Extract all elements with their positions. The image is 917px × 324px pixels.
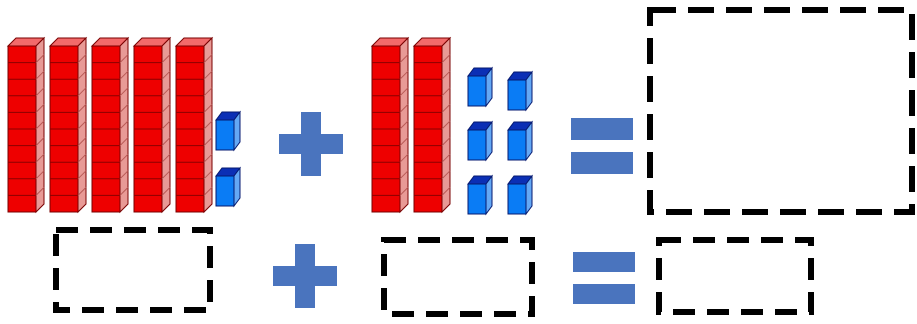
unit-cube — [216, 112, 240, 150]
ten-rod — [92, 38, 128, 212]
unit-cube — [508, 122, 532, 160]
plus-sign-row1 — [279, 112, 343, 176]
ten-rod — [372, 38, 408, 212]
ten-rod — [134, 38, 170, 212]
unit-cube — [468, 68, 492, 106]
unit-cube — [508, 72, 532, 110]
ten-rod — [176, 38, 212, 212]
unit-cube — [216, 168, 240, 206]
ten-rod — [50, 38, 86, 212]
total-answer-box[interactable] — [659, 240, 811, 312]
first-addend-blocks — [8, 38, 240, 212]
equals-sign-row1 — [571, 118, 633, 174]
unit-cube — [508, 176, 532, 214]
ten-rod — [8, 38, 44, 212]
plus-sign-row2 — [273, 244, 337, 308]
second-addend-answer-box[interactable] — [384, 240, 532, 314]
first-addend-answer-box[interactable] — [56, 230, 210, 310]
ten-rod — [414, 38, 450, 212]
unit-cube — [468, 122, 492, 160]
second-addend-blocks — [372, 38, 532, 214]
unit-cube — [468, 176, 492, 214]
sum-answer-box[interactable] — [650, 10, 912, 212]
equals-sign-row2 — [573, 252, 635, 304]
